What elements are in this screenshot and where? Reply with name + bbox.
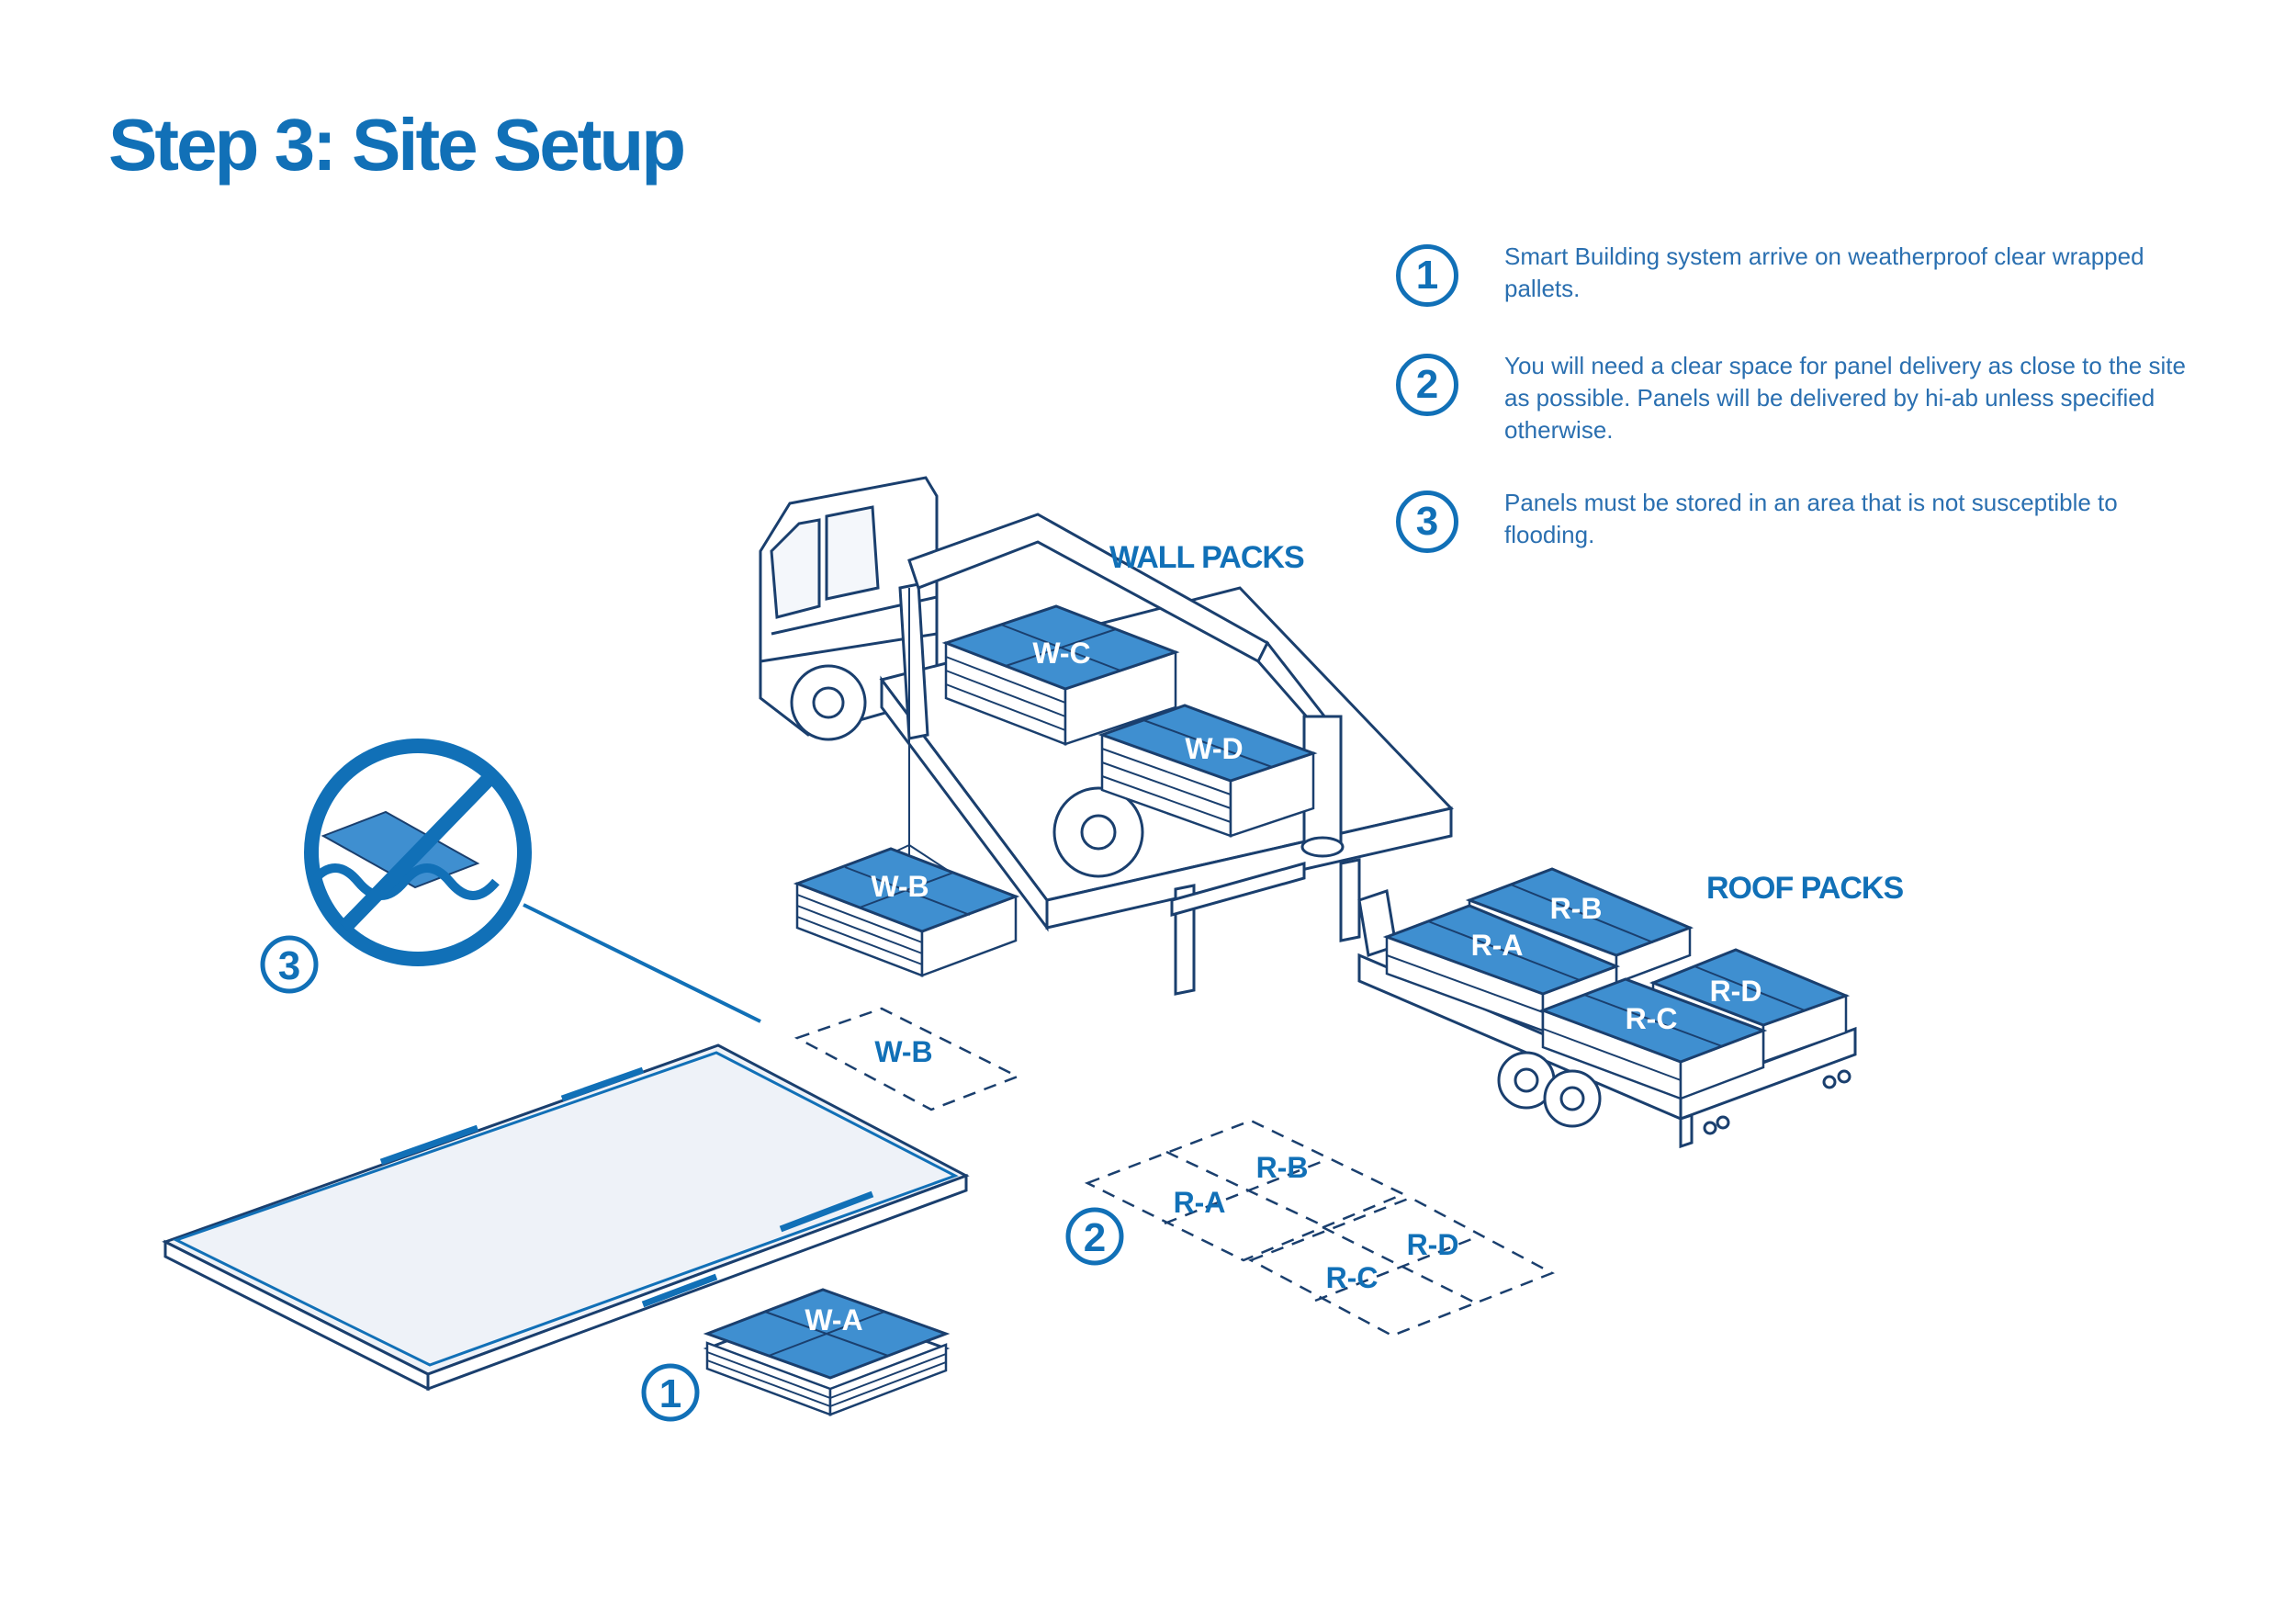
callout-badge-3: 3 — [260, 935, 319, 994]
instruction-text: Smart Building system arrive on weatherp… — [1504, 242, 2144, 302]
instructions-list: 1 Smart Building system arrive on weathe… — [1396, 241, 2186, 596]
step-number-badge: 2 — [1396, 354, 1458, 416]
instruction-item: 1 Smart Building system arrive on weathe… — [1396, 241, 2186, 310]
placeholder-label: W-B — [874, 1035, 932, 1068]
page-title: Step 3: Site Setup — [108, 104, 686, 186]
callout-badge-1: 1 — [641, 1363, 700, 1422]
callout-leader-line — [523, 903, 761, 1023]
instruction-text: You will need a clear space for panel de… — [1504, 352, 2186, 444]
wall-packs-label: WALL PACKS — [1109, 540, 1304, 575]
pack-w-a: W-A — [703, 1288, 951, 1416]
foundation-slab — [162, 1043, 970, 1392]
instruction-item: 3 Panels must be stored in an area that … — [1396, 487, 2186, 556]
pack-label: R-C — [1626, 1002, 1678, 1035]
callout-badge-2: 2 — [1065, 1207, 1124, 1266]
placeholder-label: R-B — [1256, 1151, 1309, 1184]
step-number-badge: 3 — [1396, 491, 1458, 553]
placeholder-label: R-C — [1326, 1261, 1379, 1294]
placeholder-roof-packs — [1084, 1119, 1555, 1337]
pack-label: W-B — [871, 870, 929, 903]
placeholder-w-b — [793, 1007, 1021, 1111]
placeholder-label: R-A — [1174, 1186, 1226, 1219]
instruction-text: Panels must be stored in an area that is… — [1504, 489, 2118, 548]
pack-label: W-A — [805, 1303, 862, 1336]
roof-packs-label: ROOF PACKS — [1706, 871, 1903, 906]
no-flooding-icon — [304, 739, 532, 966]
pack-label: R-D — [1710, 975, 1762, 1008]
pack-label: W-D — [1185, 732, 1243, 765]
svg-text:3: 3 — [278, 943, 300, 988]
svg-text:2: 2 — [1084, 1215, 1106, 1260]
instruction-item: 2 You will need a clear space for panel … — [1396, 350, 2186, 446]
step-number-badge: 1 — [1396, 244, 1458, 307]
pack-label: W-C — [1032, 637, 1090, 670]
placeholder-label: R-D — [1407, 1228, 1459, 1261]
pack-label: R-B — [1550, 892, 1603, 925]
pack-w-b: W-B — [793, 844, 1020, 977]
pack-w-d: W-D — [1097, 704, 1318, 838]
svg-text:1: 1 — [659, 1371, 681, 1416]
pack-label: R-A — [1471, 929, 1524, 962]
pack-r-c: R-C — [1538, 977, 1768, 1100]
trailer — [1357, 889, 1857, 1149]
